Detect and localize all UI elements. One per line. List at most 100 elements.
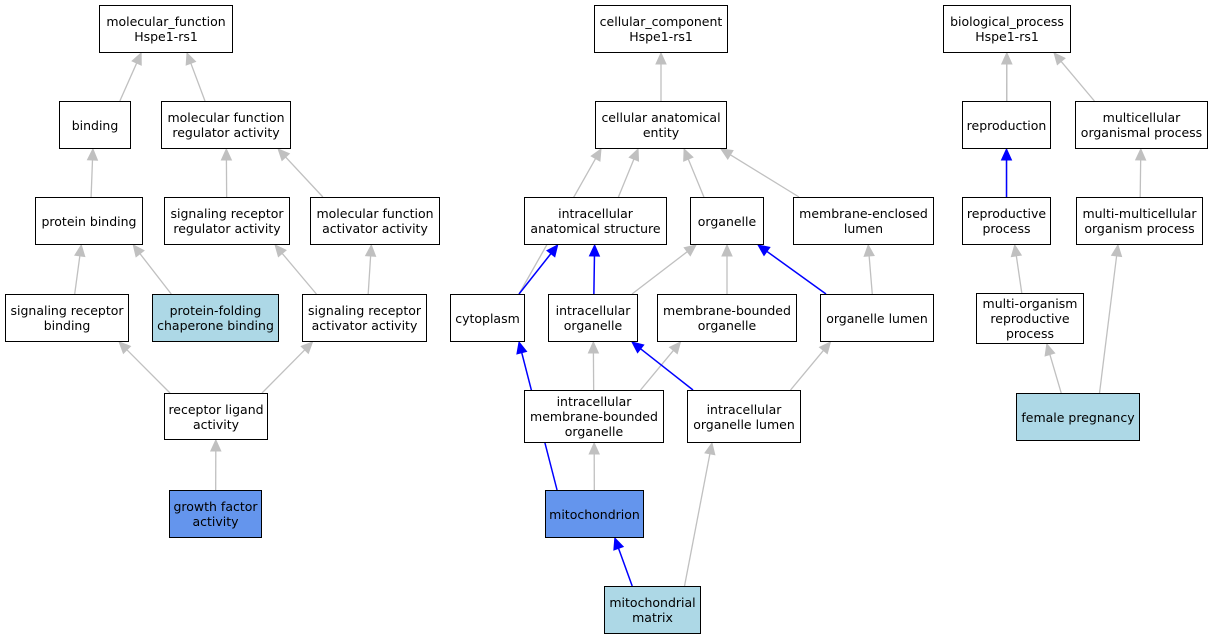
edge-line xyxy=(868,255,873,295)
edge-arrowhead xyxy=(757,244,771,257)
edge-arrowhead xyxy=(1010,243,1023,258)
edge-arrowhead xyxy=(628,147,640,162)
node-organelle-lumen[interactable]: organelle lumen xyxy=(820,294,934,342)
node-intracellular-membrane-bounded-organelle[interactable]: intracellular membrane-bounded organelle xyxy=(524,390,664,443)
edge-mmop-to-mop xyxy=(1134,147,1147,198)
edge-arrowhead xyxy=(74,243,86,258)
edge-arrowhead xyxy=(1001,51,1013,65)
edge-sig_act-to-sig_reg xyxy=(274,244,317,295)
edge-arrowhead xyxy=(132,244,145,258)
edge-line xyxy=(1015,255,1023,294)
edge-arrowhead xyxy=(546,244,559,258)
edge-line xyxy=(190,63,206,102)
edge-imbo-to-io xyxy=(587,340,600,391)
edge-line xyxy=(367,255,372,295)
edge-receptor_ligand-to-sig_act xyxy=(261,341,314,394)
edge-sig_reg-to-mf_reg xyxy=(220,147,233,198)
edge-mito_matrix-to-mito xyxy=(613,536,633,587)
edge-arrowhead xyxy=(131,51,142,66)
edge-arrowhead xyxy=(719,148,734,160)
edge-mop-to-bp_root xyxy=(1053,52,1095,102)
node-mitochondrial-matrix[interactable]: mitochondrial matrix xyxy=(604,586,701,634)
edge-line xyxy=(139,253,172,295)
node-cytoplasm[interactable]: cytoplasm xyxy=(450,294,525,342)
edge-cae-to-cc_root xyxy=(655,51,667,101)
edge-arrowhead xyxy=(277,148,291,162)
node-protein-folding-chaperone-binding[interactable]: protein-folding chaperone binding xyxy=(152,294,279,342)
edge-io-to-organelle xyxy=(631,244,697,295)
node-reproductive-process[interactable]: reproductive process xyxy=(962,197,1051,245)
edge-mel-to-cae xyxy=(719,148,800,198)
edge-arrowhead xyxy=(516,340,528,355)
edge-ias-to-cae xyxy=(617,147,640,198)
edge-receptor_ligand-to-sig_bind xyxy=(118,341,171,394)
edge-line xyxy=(281,252,317,295)
edge-arrowhead xyxy=(588,243,601,257)
node-intracellular-organelle[interactable]: intracellular organelle xyxy=(548,294,638,342)
edge-line xyxy=(790,350,824,391)
edge-arrowhead xyxy=(274,244,287,258)
edge-ol-to-organelle xyxy=(757,244,827,295)
edge-line xyxy=(631,251,688,295)
edge-line xyxy=(1049,354,1062,394)
node-multi-organism-reproductive-process[interactable]: multi-organism reproductive process xyxy=(976,293,1084,344)
edge-arrowhead xyxy=(1053,52,1066,66)
edge-line xyxy=(730,154,800,198)
node-multicellular-organismal-process[interactable]: multicellular organismal process xyxy=(1075,101,1208,149)
node-molecular-function-activator-activity[interactable]: molecular function activator activity xyxy=(310,197,440,245)
node-signaling-receptor-binding[interactable]: signaling receptor binding xyxy=(5,294,129,342)
edge-organelle-to-cae xyxy=(683,147,705,198)
node-intracellular-anatomical-structure[interactable]: intracellular anatomical structure xyxy=(524,197,667,245)
edge-line xyxy=(687,158,705,198)
node-female-pregnancy[interactable]: female pregnancy xyxy=(1016,393,1140,441)
edge-line xyxy=(617,158,635,198)
edge-growth_factor-to-receptor_ligand xyxy=(210,438,222,491)
node-intracellular-organelle-lumen[interactable]: intracellular organelle lumen xyxy=(687,390,801,443)
edge-sig_bind-to-protein_binding xyxy=(74,243,86,295)
node-membrane-bounded-organelle[interactable]: membrane-bounded organelle xyxy=(657,294,797,342)
edge-line xyxy=(74,255,81,295)
node-protein-binding[interactable]: protein binding xyxy=(35,197,143,245)
edge-line xyxy=(640,350,674,391)
node-reproduction[interactable]: reproduction xyxy=(962,101,1051,149)
node-growth-factor-activity[interactable]: growth factor activity xyxy=(169,490,262,538)
edge-arrowhead xyxy=(210,438,222,452)
edge-line xyxy=(285,156,324,198)
edge-arrowhead xyxy=(118,341,132,355)
node-signaling-receptor-activator-activity[interactable]: signaling receptor activator activity xyxy=(302,294,427,342)
edge-line xyxy=(1060,61,1095,102)
node-molecular-function-root[interactable]: molecular_function Hspe1-rs1 xyxy=(99,5,233,53)
node-binding[interactable]: binding xyxy=(59,101,131,149)
node-molecular-function-regulator-activity[interactable]: molecular function regulator activity xyxy=(161,101,291,149)
node-biological-process-root[interactable]: biological_process Hspe1-rs1 xyxy=(943,5,1071,53)
edge-line xyxy=(766,250,827,295)
node-receptor-ligand-activity[interactable]: receptor ligand activity xyxy=(164,393,268,440)
node-organelle[interactable]: organelle xyxy=(690,197,764,245)
node-membrane-enclosed-lumen[interactable]: membrane-enclosed lumen xyxy=(793,197,934,245)
node-multi-multicellular-organism-process[interactable]: multi-multicellular organism process xyxy=(1076,197,1203,245)
edge-imbo-to-mbo xyxy=(640,341,682,391)
edge-arrowhead xyxy=(1044,342,1056,357)
edge-arrowhead xyxy=(683,147,694,162)
edge-mito_matrix-to-iol xyxy=(683,441,716,587)
edge-mito-to-imbo xyxy=(588,441,600,491)
edge-arrowhead xyxy=(668,341,682,355)
edge-line xyxy=(1098,255,1118,394)
node-signaling-receptor-regulator-activity[interactable]: signaling receptor regulator activity xyxy=(164,197,290,245)
edge-iol-to-io xyxy=(631,341,694,391)
edge-io-to-ias xyxy=(588,243,601,295)
edge-line xyxy=(90,159,94,198)
edge-arrowhead xyxy=(655,51,667,65)
node-cellular-anatomical-entity[interactable]: cellular anatomical entity xyxy=(595,101,727,149)
edge-line xyxy=(518,253,552,295)
edge-mf_reg-to-mf_root xyxy=(185,51,206,102)
edge-line xyxy=(261,349,306,394)
node-mitochondrion[interactable]: mitochondrion xyxy=(545,490,644,538)
node-cellular-component-root[interactable]: cellular_component Hspe1-rs1 xyxy=(594,5,728,53)
edge-arrowhead xyxy=(613,536,625,551)
edge-ol-to-mel xyxy=(863,243,875,295)
edge-line xyxy=(617,548,633,587)
edge-arrowhead xyxy=(1110,243,1123,258)
